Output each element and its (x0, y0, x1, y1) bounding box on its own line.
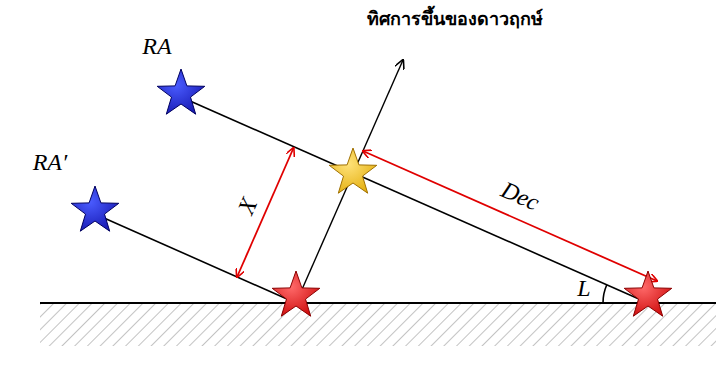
ground-hatching (40, 304, 716, 346)
blue-star (71, 186, 119, 231)
direction-label: ทิศการขึ้นของดาวฤกษ์ (367, 10, 543, 28)
angle-label: L (577, 276, 590, 300)
red-star (272, 271, 320, 316)
star-group (71, 69, 672, 316)
yellow-star (329, 148, 377, 193)
rising-direction-arrow (296, 60, 403, 303)
ground-line (40, 302, 716, 304)
star-label: RA′ (33, 150, 68, 174)
blue-star (157, 69, 205, 114)
red-star (624, 271, 672, 316)
ra-line (181, 97, 648, 303)
dimension-label: Dec (497, 177, 542, 215)
star-label: RA (142, 34, 171, 58)
dec-dimension-arrow (363, 151, 657, 281)
ra-prime-line (95, 214, 296, 303)
dimension-label: X (233, 194, 261, 217)
angle-arc (603, 285, 607, 303)
